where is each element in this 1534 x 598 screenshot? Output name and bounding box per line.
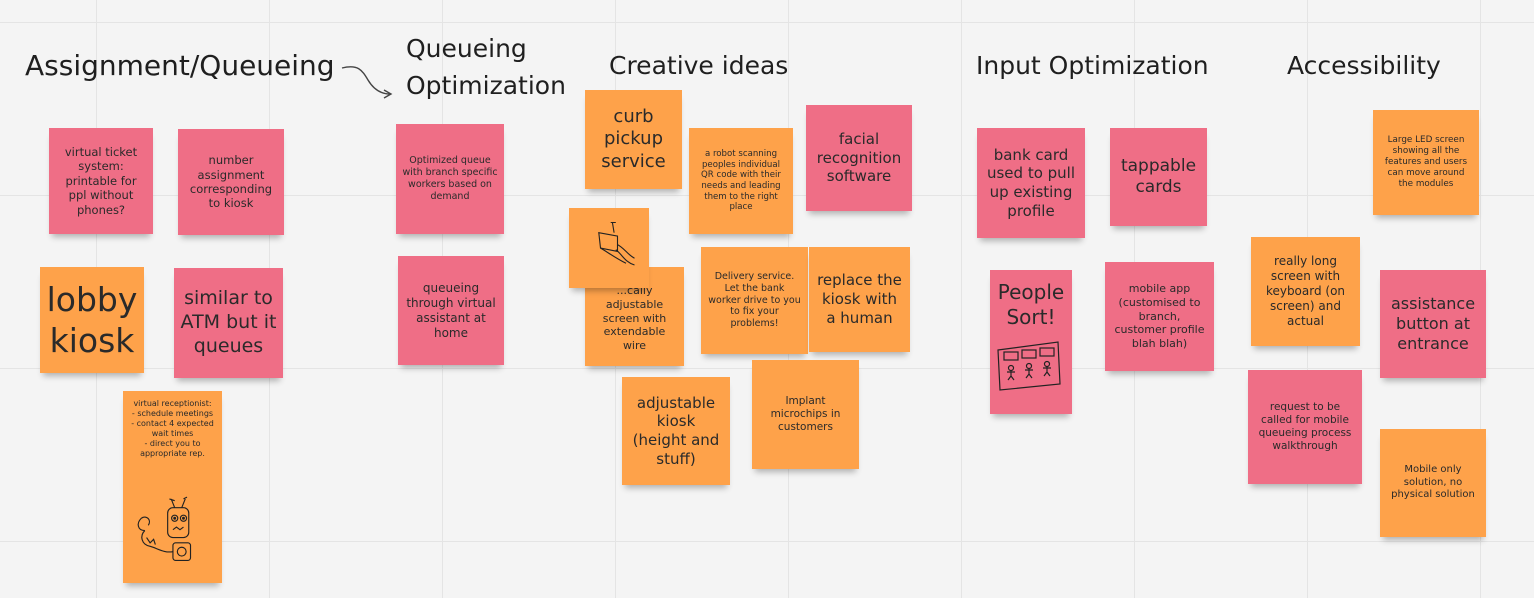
sticky-note-implant-microchips[interactable]: Implant microchips in customers <box>752 360 859 469</box>
sticky-note-virtual-assistant[interactable]: queueing through virtual assistant at ho… <box>398 256 504 365</box>
sticky-note-adjustable-screen[interactable]: ...cally adjustable screen with extendab… <box>585 267 684 366</box>
sticky-note-tappable-cards[interactable]: tappable cards <box>1110 128 1207 226</box>
sticky-note-text: mobile app (customised to branch, custom… <box>1114 282 1205 351</box>
sticky-note-delivery-service[interactable]: Delivery service. Let the bank worker dr… <box>701 247 808 354</box>
sticky-note-mobile-queue-request[interactable]: request to be called for mobile queueing… <box>1248 370 1362 484</box>
sticky-note-text: adjustable kiosk (height and stuff) <box>632 393 720 468</box>
sticky-note-large-led[interactable]: Large LED screen showing all the feature… <box>1373 110 1479 215</box>
sticky-note-adjustable-kiosk[interactable]: adjustable kiosk (height and stuff) <box>622 377 730 485</box>
sticky-note-robot-qr[interactable]: a robot scanning peoples individual QR c… <box>689 128 793 234</box>
sticky-note-text: facial recognition software <box>816 129 902 186</box>
sticky-note-long-screen[interactable]: really long screen with keyboard (on scr… <box>1251 237 1360 346</box>
sticky-note-text: request to be called for mobile queueing… <box>1258 400 1352 453</box>
heading-queueing-optimization-line1[interactable]: Queueing <box>406 34 527 63</box>
heading-input-optimization[interactable]: Input Optimization <box>976 51 1209 80</box>
sticky-note-text: Optimized queue with branch specific wor… <box>402 155 498 202</box>
sticky-note-robot-sketch[interactable] <box>123 486 222 583</box>
heading-queueing-optimization-line2[interactable]: Optimization <box>406 71 566 100</box>
sticky-note-text: ...cally adjustable screen with extendab… <box>602 284 667 353</box>
sticky-note-text: virtual receptionist: - schedule meeting… <box>131 399 214 458</box>
sticky-note-text: Large LED screen showing all the feature… <box>1384 135 1468 189</box>
sticky-note-mobile-only[interactable]: Mobile only solution, no physical soluti… <box>1380 429 1486 537</box>
sticky-note-text: assistance button at entrance <box>1390 294 1476 353</box>
heading-creative-ideas[interactable]: Creative ideas <box>609 51 789 80</box>
sticky-note-mobile-app[interactable]: mobile app (customised to branch, custom… <box>1105 262 1214 371</box>
sticky-note-text: curb pickup service <box>601 105 666 172</box>
sticky-note-facial-recognition[interactable]: facial recognition software <box>806 105 912 211</box>
heading-accessibility[interactable]: Accessibility <box>1287 51 1441 80</box>
sticky-note-text: People Sort! <box>997 280 1065 329</box>
robot-sketch-icon <box>137 496 192 561</box>
sticky-note-virtual-receptionist[interactable]: virtual receptionist: - schedule meeting… <box>123 391 222 491</box>
sticky-note-screen-sketch[interactable] <box>569 208 649 288</box>
sticky-note-optimized-queue[interactable]: Optimized queue with branch specific wor… <box>396 124 504 234</box>
heading-assignment-queueing[interactable]: Assignment/Queueing <box>25 49 335 82</box>
sticky-note-text: really long screen with keyboard (on scr… <box>1265 254 1346 328</box>
sticky-note-text: bank card used to pull up existing profi… <box>986 145 1076 220</box>
sticky-note-assistance-button[interactable]: assistance button at entrance <box>1380 270 1486 378</box>
sticky-note-text: similar to ATM but it queues <box>180 287 277 357</box>
sticky-note-text: number assignment corresponding to kiosk <box>189 153 273 211</box>
sticky-note-text: lobby kiosk <box>46 279 138 360</box>
sticky-note-number-assignment[interactable]: number assignment corresponding to kiosk <box>178 129 284 235</box>
sticky-note-curb-pickup[interactable]: curb pickup service <box>585 90 682 189</box>
people-sort-sketch-icon <box>997 341 1061 391</box>
sticky-note-text: replace the kiosk with a human <box>817 271 902 327</box>
sticky-note-text: Delivery service. Let the bank worker dr… <box>708 270 801 330</box>
sticky-note-virtual-ticket[interactable]: virtual ticket system: printable for ppl… <box>49 128 153 234</box>
sticky-note-text: queueing through virtual assistant at ho… <box>406 280 496 340</box>
sticky-note-replace-kiosk[interactable]: replace the kiosk with a human <box>809 247 910 352</box>
sticky-note-text: Implant microchips in customers <box>770 394 841 434</box>
sticky-note-lobby-kiosk[interactable]: lobby kiosk <box>40 267 144 373</box>
sticky-note-text: a robot scanning peoples individual QR c… <box>701 148 781 213</box>
sticky-note-bank-card[interactable]: bank card used to pull up existing profi… <box>977 128 1085 238</box>
sticky-note-text: Mobile only solution, no physical soluti… <box>1391 464 1475 501</box>
screen-sketch-icon <box>598 221 635 266</box>
sticky-note-text: tappable cards <box>1120 155 1197 197</box>
connector-arrow-icon[interactable] <box>338 62 396 102</box>
sticky-note-similar-atm[interactable]: similar to ATM but it queues <box>174 268 283 378</box>
sticky-note-text: virtual ticket system: printable for ppl… <box>64 145 138 217</box>
